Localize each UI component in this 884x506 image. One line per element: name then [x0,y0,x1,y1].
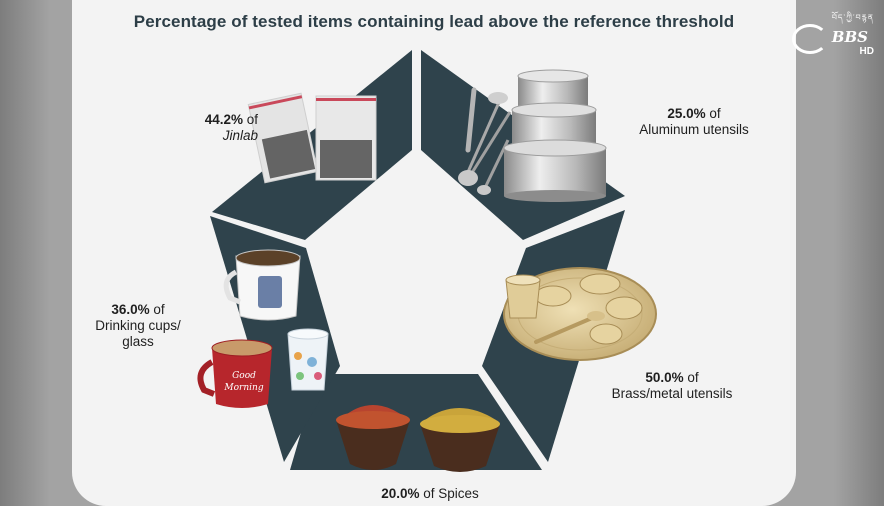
label-cups: 36.0% of Drinking cups/ glass [95,302,181,349]
logo-swirl-icon [792,24,828,54]
chart-title: Percentage of tested items containing le… [133,12,735,31]
category-label-brass: Brass/metal utensils [611,386,733,401]
svg-text:Morning: Morning [223,383,263,393]
category-label-spices: Spices [438,486,479,501]
drinking-cups-illustration: Good Morning [197,249,329,408]
value-label-jinlab: 44.2% [204,112,243,127]
bbs-hd-logo: བོད་ཀྱི་བརྙན BBS HD [790,6,878,62]
label-brass: 50.0% of Brass/metal utensils [611,370,733,401]
brass-plate-illustration [503,267,657,361]
label-aluminum: 25.0% of Aluminum utensils [639,106,749,137]
category-label-aluminum: Aluminum utensils [639,122,749,137]
spices-illustration [336,405,500,472]
value-label-cups: 36.0% [111,302,150,317]
category-label-cups: Drinking cups/ glass [95,318,181,349]
value-label-spices: 20.0% [381,486,420,501]
aluminum-utensils-illustration [458,69,607,202]
label-jinlab: 44.2% of Jinlab [204,112,258,143]
svg-text:Good: Good [232,371,256,381]
label-spices: 20.0% of Spices [381,486,479,501]
value-label-brass: 50.0% [645,370,684,385]
jinlab-bags-illustration [247,92,377,184]
value-label-aluminum: 25.0% [667,106,706,121]
category-label-jinlab: Jinlab [222,128,258,143]
